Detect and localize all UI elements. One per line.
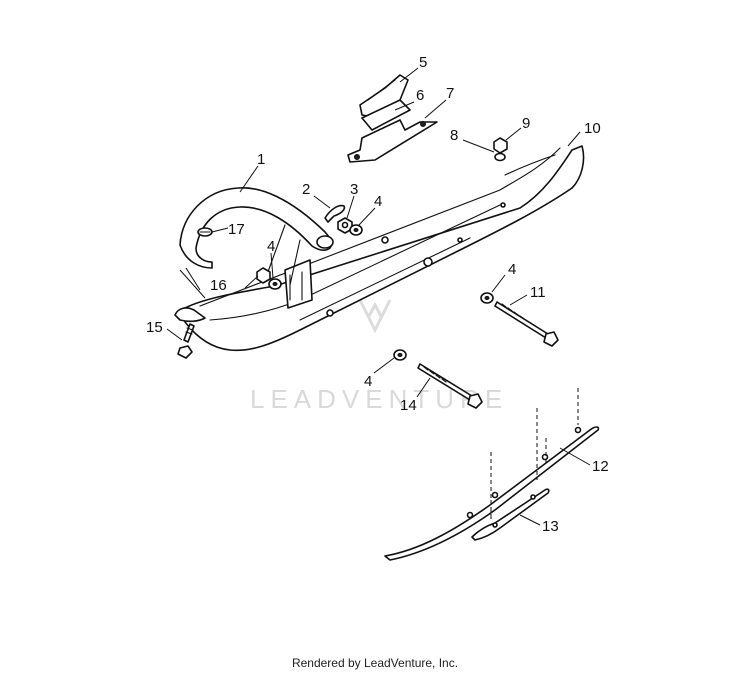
callout-4-top: 4 bbox=[374, 193, 382, 210]
cotter-pin[interactable] bbox=[324, 204, 346, 223]
callout-1: 1 bbox=[257, 151, 265, 168]
nut-and-washer-left[interactable] bbox=[256, 267, 282, 290]
callout-9: 9 bbox=[522, 115, 530, 132]
callout-5: 5 bbox=[419, 54, 427, 71]
callout-14: 14 bbox=[400, 397, 417, 414]
bolt-long-right[interactable] bbox=[480, 292, 559, 347]
callout-10: 10 bbox=[584, 120, 601, 137]
callout-4-left: 4 bbox=[267, 238, 275, 255]
bolt-short[interactable] bbox=[177, 323, 195, 359]
callout-8: 8 bbox=[450, 127, 458, 144]
nut-and-washer-right[interactable] bbox=[493, 137, 508, 162]
footer-credit: Rendered by LeadVenture, Inc. bbox=[291, 656, 459, 670]
callout-15: 15 bbox=[146, 319, 163, 336]
wear-bumper[interactable] bbox=[347, 74, 438, 163]
carbide-runner[interactable] bbox=[471, 488, 550, 541]
nut-and-washer-top[interactable] bbox=[337, 217, 363, 236]
callout-3: 3 bbox=[350, 181, 358, 198]
ski-tip bbox=[174, 259, 313, 323]
bolt-long-lower[interactable] bbox=[393, 349, 483, 409]
alignment-lines bbox=[490, 388, 579, 520]
leader-lines bbox=[166, 67, 591, 526]
callout-13: 13 bbox=[542, 518, 559, 535]
callout-16: 16 bbox=[210, 277, 227, 294]
callout-labels: 1 2 3 4 4 4 4 5 6 7 8 9 10 11 12 13 14 1… bbox=[146, 54, 609, 535]
wear-bar[interactable] bbox=[384, 426, 600, 561]
callout-4-lower: 4 bbox=[364, 373, 372, 390]
callout-2: 2 bbox=[302, 181, 310, 198]
callout-11: 11 bbox=[530, 284, 546, 301]
callout-4-right: 4 bbox=[508, 261, 516, 278]
callout-12: 12 bbox=[592, 458, 609, 475]
callout-17: 17 bbox=[228, 221, 245, 238]
clip[interactable] bbox=[197, 227, 213, 237]
callout-6: 6 bbox=[416, 87, 424, 104]
callout-7: 7 bbox=[446, 85, 454, 102]
